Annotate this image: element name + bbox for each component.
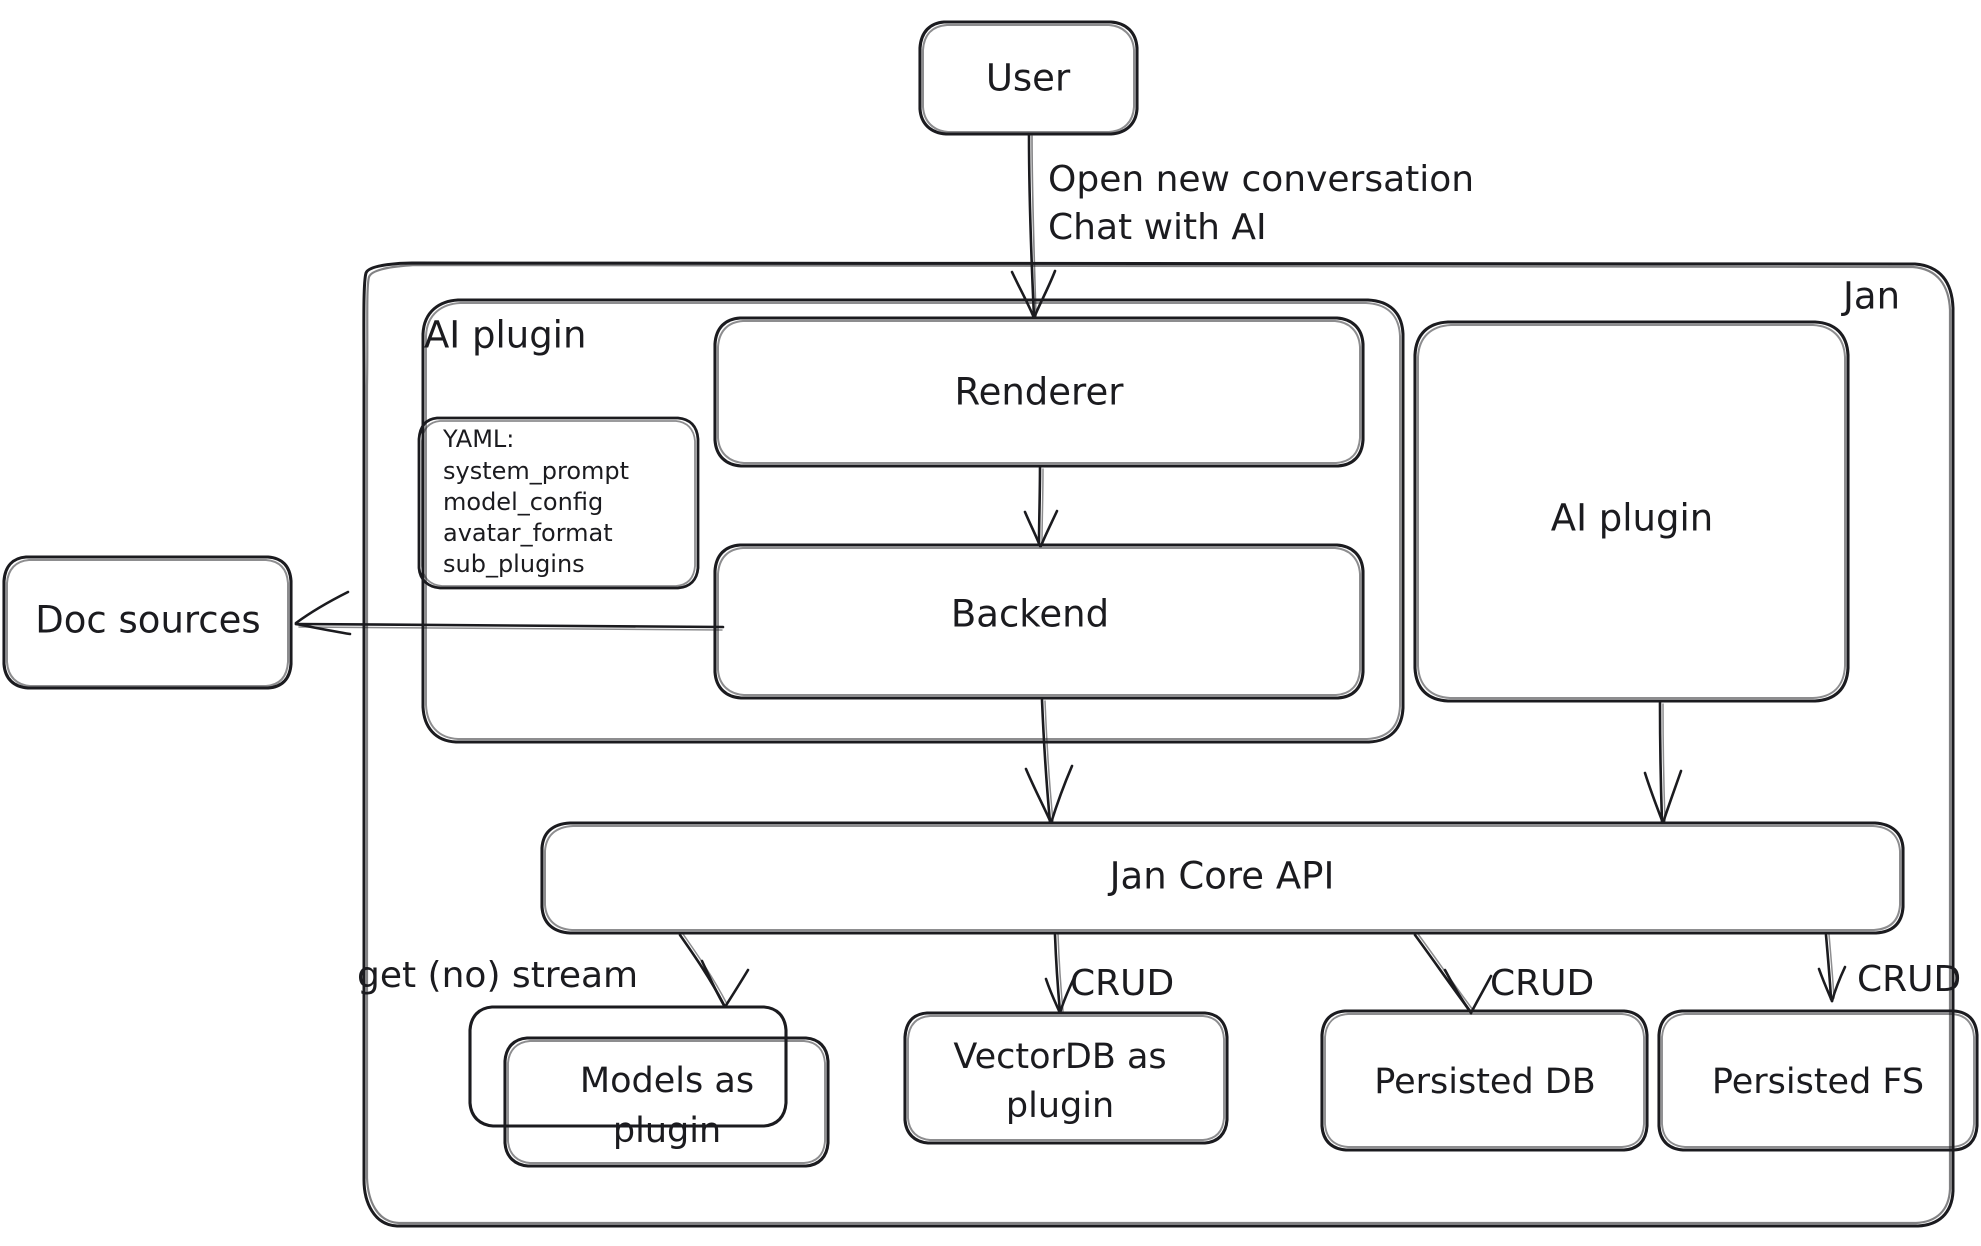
- container-ai-plugin: AI plugin: [421, 298, 1405, 744]
- edge-user-to-renderer-label-line2: Chat with AI: [1048, 207, 1267, 248]
- note-yaml-title: YAML:: [442, 425, 514, 453]
- node-vectordb-label-line1: VectorDB as: [953, 1037, 1166, 1077]
- edge-core-to-models-label: get (no) stream: [357, 955, 638, 996]
- node-vectordb-as-plugin[interactable]: VectorDB as plugin: [903, 1011, 1229, 1145]
- edge-backend-to-doc-sources: [294, 590, 725, 636]
- edge-user-to-renderer: Open new conversation Chat with AI: [1010, 133, 1474, 320]
- node-persisted-db-label: Persisted DB: [1374, 1062, 1596, 1102]
- node-renderer[interactable]: Renderer: [713, 316, 1365, 468]
- node-backend-label: Backend: [951, 593, 1109, 636]
- edge-core-to-persisted-fs: CRUD: [1817, 933, 1961, 1003]
- node-doc-sources-label: Doc sources: [35, 599, 260, 642]
- edge-user-to-renderer-label-line1: Open new conversation: [1048, 159, 1474, 200]
- note-yaml-item-1: model_config: [443, 488, 603, 516]
- note-yaml-item-0: system_prompt: [443, 457, 629, 485]
- note-yaml-item-2: avatar_format: [443, 519, 613, 547]
- edge-renderer-to-backend: [1023, 466, 1059, 548]
- node-models-as-plugin-label-line2: plugin: [613, 1111, 721, 1151]
- node-renderer-label: Renderer: [955, 371, 1125, 414]
- container-jan: Jan: [362, 261, 1955, 1228]
- node-user[interactable]: User: [918, 20, 1139, 136]
- edge-backend-to-core: [1024, 698, 1074, 825]
- node-persisted-fs[interactable]: Persisted FS: [1657, 1009, 1979, 1152]
- node-ai-plugin-right[interactable]: AI plugin: [1413, 320, 1850, 703]
- node-persisted-db[interactable]: Persisted DB: [1320, 1009, 1649, 1152]
- node-jan-core-api-label: Jan Core API: [1108, 855, 1335, 898]
- edge-ai-plugin-to-core: [1643, 701, 1683, 825]
- note-yaml: YAML: system_prompt model_config avatar_…: [417, 416, 700, 590]
- edge-core-to-models: get (no) stream: [357, 933, 750, 1009]
- node-vectordb-label-line2: plugin: [1006, 1086, 1114, 1126]
- node-models-as-plugin-label-line1: Models as: [580, 1061, 754, 1101]
- edge-core-to-persisted-db-label: CRUD: [1490, 963, 1594, 1004]
- node-doc-sources[interactable]: Doc sources: [2, 555, 293, 690]
- node-ai-plugin-right-label: AI plugin: [1551, 497, 1713, 540]
- edge-core-to-persisted-db: CRUD: [1413, 933, 1594, 1015]
- node-models-as-plugin[interactable]: Models as plugin: [468, 1005, 830, 1168]
- edge-core-to-vectordb: CRUD: [1044, 933, 1174, 1015]
- node-persisted-fs-label: Persisted FS: [1712, 1062, 1924, 1102]
- node-jan-core-api[interactable]: Jan Core API: [540, 821, 1905, 935]
- container-jan-label: Jan: [1841, 275, 1900, 318]
- edge-core-to-persisted-fs-label: CRUD: [1857, 959, 1961, 1000]
- node-user-label: User: [986, 57, 1071, 100]
- container-ai-plugin-label: AI plugin: [424, 314, 586, 357]
- edge-core-to-vectordb-label: CRUD: [1070, 963, 1174, 1004]
- node-backend[interactable]: Backend: [713, 543, 1365, 700]
- note-yaml-item-3: sub_plugins: [443, 550, 585, 578]
